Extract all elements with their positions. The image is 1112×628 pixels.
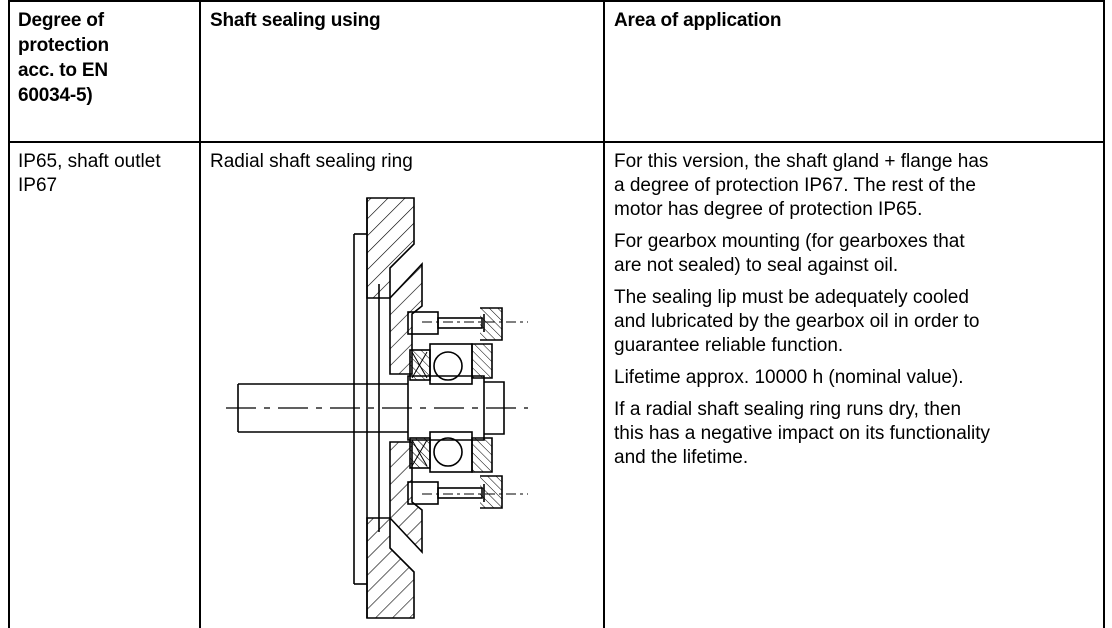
application-paragraph: If a radial shaft sealing ring runs dry,…: [614, 399, 990, 468]
table-border-top: [8, 0, 1105, 2]
header-degree-line: 60034-5): [18, 85, 93, 106]
degree-line: IP65, shaft outlet: [18, 151, 161, 172]
header-area-of-application: Area of application: [614, 10, 782, 31]
header-degree-line: Degree of: [18, 10, 104, 31]
row-degree-of-protection: IP65, shaft outlet IP67: [18, 150, 198, 198]
table-border-left: [8, 0, 10, 628]
application-paragraph: For gearbox mounting (for gearboxes that…: [614, 231, 965, 276]
header-divider: [8, 141, 1105, 143]
row-shaft-sealing: Radial shaft sealing ring: [210, 151, 413, 172]
header-shaft-sealing: Shaft sealing using: [210, 10, 381, 31]
row-area-of-application: For this version, the shaft gland + flan…: [614, 150, 1100, 478]
specification-table: Degree of protection acc. to EN 60034-5)…: [8, 0, 1105, 628]
application-paragraph: For this version, the shaft gland + flan…: [614, 151, 989, 220]
column-divider-1: [199, 0, 201, 628]
header-degree-line: protection: [18, 35, 109, 56]
table-border-right: [1103, 0, 1105, 628]
header-degree-line: acc. to EN: [18, 60, 108, 81]
header-degree-of-protection: Degree of protection acc. to EN 60034-5): [18, 8, 196, 108]
column-divider-2: [603, 0, 605, 628]
application-paragraph: The sealing lip must be adequately coole…: [614, 287, 980, 356]
shaft-sealing-cross-section-drawing: [226, 197, 528, 619]
degree-line: IP67: [18, 175, 58, 196]
application-paragraph: Lifetime approx. 10000 h (nominal value)…: [614, 367, 964, 388]
